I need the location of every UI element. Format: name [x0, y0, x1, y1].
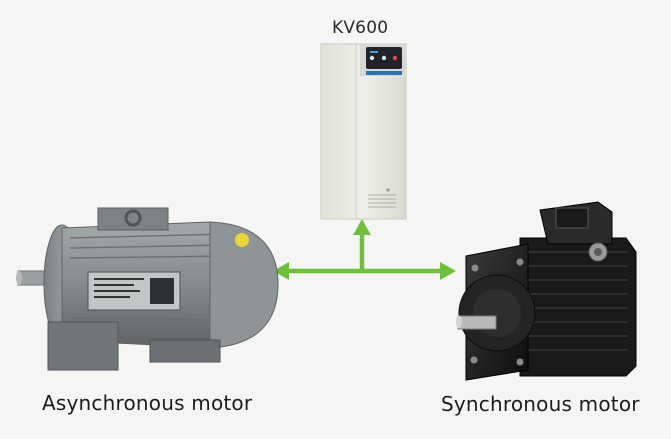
servo-shaft — [457, 315, 497, 330]
drive-vents — [368, 194, 396, 208]
motor-foot-rear — [149, 339, 221, 363]
drive-model-label: KV600 — [332, 18, 389, 38]
synchronous-motor-label: Synchronous motor — [441, 392, 640, 416]
servo-fins — [528, 251, 628, 351]
arrow-right-to-sync — [440, 262, 456, 280]
arrow-up-to-drive — [353, 219, 371, 235]
asynchronous-motor — [16, 207, 279, 371]
motor-warning-dot — [235, 233, 249, 247]
arrow-left-to-async — [273, 262, 289, 280]
motor-foot-front — [47, 321, 119, 371]
synchronous-motor — [456, 201, 637, 381]
terminal-box — [97, 207, 169, 231]
asynchronous-motor-label: Asynchronous motor — [42, 391, 253, 415]
connector-arrows — [273, 219, 456, 280]
drive-brand-badge — [366, 71, 402, 75]
lifting-eye — [124, 209, 142, 227]
kv600-drive — [320, 43, 407, 220]
